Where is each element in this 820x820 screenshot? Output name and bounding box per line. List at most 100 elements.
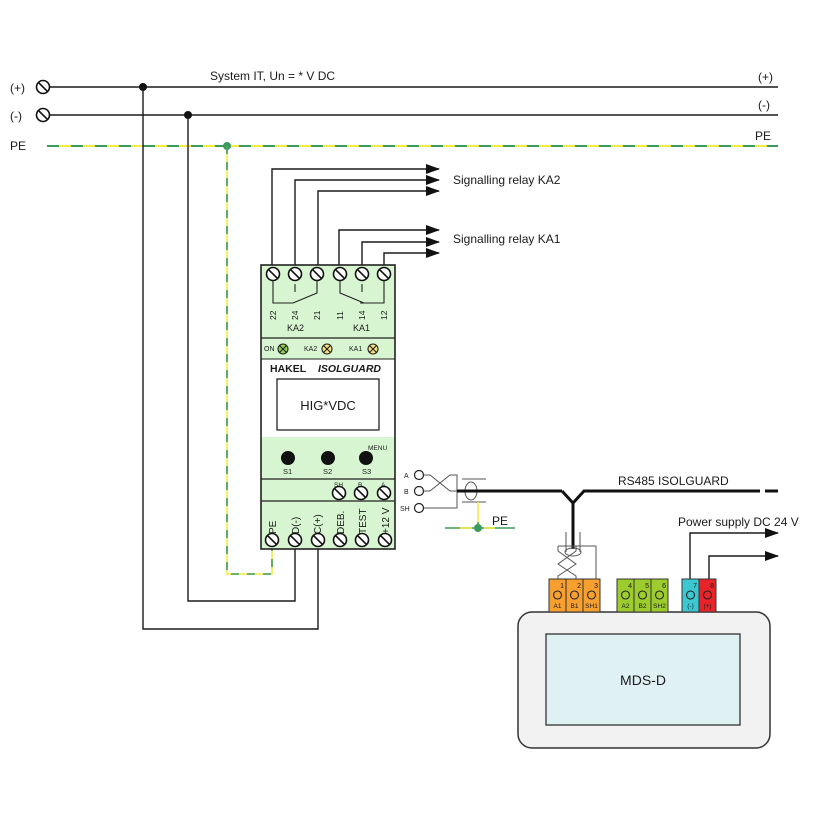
- bus-minus-label-right: (-): [758, 98, 770, 112]
- button-s3-label: S3: [362, 467, 371, 476]
- twisted-pair-icon: [424, 474, 458, 509]
- mds-connector-label: (+): [703, 603, 711, 610]
- rs485-pin-sh-icon: [413, 502, 425, 514]
- terminal-label-deb: DEB.: [336, 511, 347, 534]
- mds-connector-5: 5B2: [633, 578, 652, 613]
- rs485-terminal-label-a: A: [381, 482, 386, 489]
- mds-connector-label: SH1: [585, 603, 598, 610]
- button-s2-label: S2: [323, 467, 332, 476]
- mds-connector-label: SH2: [653, 603, 666, 610]
- rs485-pin-b-icon: [413, 485, 425, 497]
- led-ka2-icon: [321, 343, 333, 355]
- menu-label: MENU: [368, 445, 387, 452]
- button-s3[interactable]: [359, 451, 373, 465]
- display-text: HIG*VDC: [300, 398, 356, 413]
- mds-connector-screw-icon: [569, 590, 580, 600]
- mds-connector-screw-icon: [654, 590, 665, 600]
- mds-connector-number: 1: [560, 583, 564, 590]
- rs485-pin-sh-label: SH: [400, 506, 410, 513]
- relay-ka1-label: Signalling relay KA1: [453, 232, 561, 246]
- terminal-label-22: 22: [268, 310, 278, 320]
- system-label: System IT, Un = * V DC: [210, 69, 335, 83]
- mds-connector-label: (-): [687, 603, 694, 610]
- terminal-21-screw-icon: [309, 266, 325, 282]
- rs485-pin-b-label: B: [404, 489, 409, 496]
- mds-connector-screw-icon: [586, 590, 597, 600]
- rs485-a-screw-icon: [376, 485, 392, 501]
- mds-connector-number: 4: [628, 583, 632, 590]
- wire-plus-to-c: [142, 87, 319, 630]
- mds-connector-7: 7 (-): [681, 578, 700, 613]
- bus-minus: (-) (-): [10, 98, 778, 123]
- relay-ka2-label: Signalling relay KA2: [453, 173, 561, 187]
- bus-pe: PE PE: [10, 129, 778, 153]
- button-s2[interactable]: [321, 451, 335, 465]
- terminal-label-24: 24: [290, 310, 300, 320]
- group-label-ka1: KA1: [353, 323, 370, 333]
- rs485-pin-a-icon: [413, 469, 425, 481]
- rs485-cable: A B SH RS485 ISOLGUARD PE: [400, 469, 778, 579]
- terminal-12-screw-icon: [376, 266, 392, 282]
- terminal-11-screw-icon: [332, 266, 348, 282]
- rs485-pin-a-label: A: [404, 473, 409, 480]
- mds-d-screen: [545, 633, 741, 726]
- mds-connector-number: 5: [645, 583, 649, 590]
- mds-connector-8: 8 (+): [698, 578, 717, 613]
- device-display: [276, 378, 380, 431]
- rs485-sh-screw-icon: [331, 485, 347, 501]
- bus-minus-terminal-icon: [35, 107, 51, 123]
- relay-ka2-wires: [271, 164, 440, 265]
- relay-ka1-wires: [338, 225, 440, 265]
- mds-d-label: MDS-D: [620, 672, 666, 688]
- mds-connector-screw-icon: [620, 590, 631, 600]
- bus-plus: (+) (+): [10, 70, 778, 95]
- terminal-pe-screw-icon: [264, 532, 280, 548]
- relay-ka1-contact-icon: [339, 281, 385, 304]
- bus-plus-terminal-icon: [35, 79, 51, 95]
- terminal-c-screw-icon: [310, 532, 326, 548]
- terminal-label-12: 12: [379, 310, 389, 320]
- bus-pe-label-left: PE: [10, 139, 26, 153]
- group-label-ka2: KA2: [287, 323, 304, 333]
- terminal-deb-screw-icon: [332, 532, 348, 548]
- power-wire-minus: [689, 528, 779, 579]
- rs485-pe-label: PE: [492, 514, 508, 528]
- mds-connector-number: 2: [577, 583, 581, 590]
- mds-connector-1: 1A1: [548, 578, 567, 613]
- mds-connector-number: 3: [594, 583, 598, 590]
- mds-connector-screw-icon: [552, 590, 563, 600]
- terminal-label-c-plus: C(+): [313, 514, 324, 534]
- mds-connector-screw-icon: [685, 590, 696, 600]
- terminal-22-screw-icon: [265, 266, 281, 282]
- terminal-12v-screw-icon: [377, 532, 393, 548]
- button-s1[interactable]: [281, 451, 295, 465]
- mds-connector-screw-icon: [637, 590, 648, 600]
- terminal-24-screw-icon: [287, 266, 303, 282]
- brand-label: HAKEL: [270, 363, 307, 375]
- terminal-label-test: TEST: [358, 508, 369, 534]
- bus-minus-label-left: (-): [10, 109, 22, 123]
- bus-plus-label-left: (+): [10, 81, 25, 95]
- led-label-on: ON: [264, 346, 275, 353]
- isolguard-device: 22 24 21 11 14 12 KA2 KA1 ON KA2 KA1 HAK…: [260, 264, 396, 550]
- button-s1-label: S1: [283, 467, 292, 476]
- wire-pe-green: [226, 146, 273, 575]
- bus-plus-label-right: (+): [758, 70, 773, 84]
- pe-junction-icon: [474, 524, 482, 532]
- bus-pe-label-right: PE: [755, 129, 771, 143]
- relay-ka2-contact-icon: [272, 281, 318, 304]
- mds-connector-number: 8: [710, 583, 714, 590]
- mds-connector-number: 7: [693, 583, 697, 590]
- mds-connector-screw-icon: [702, 590, 713, 600]
- terminal-label-21: 21: [312, 310, 322, 320]
- led-on-icon: [277, 343, 289, 355]
- model-label: ISOLGUARD: [318, 363, 381, 375]
- terminal-label-d-minus: D(-): [291, 517, 302, 534]
- rs485-terminal-label-b: B: [358, 482, 362, 489]
- terminal-test-screw-icon: [354, 532, 370, 548]
